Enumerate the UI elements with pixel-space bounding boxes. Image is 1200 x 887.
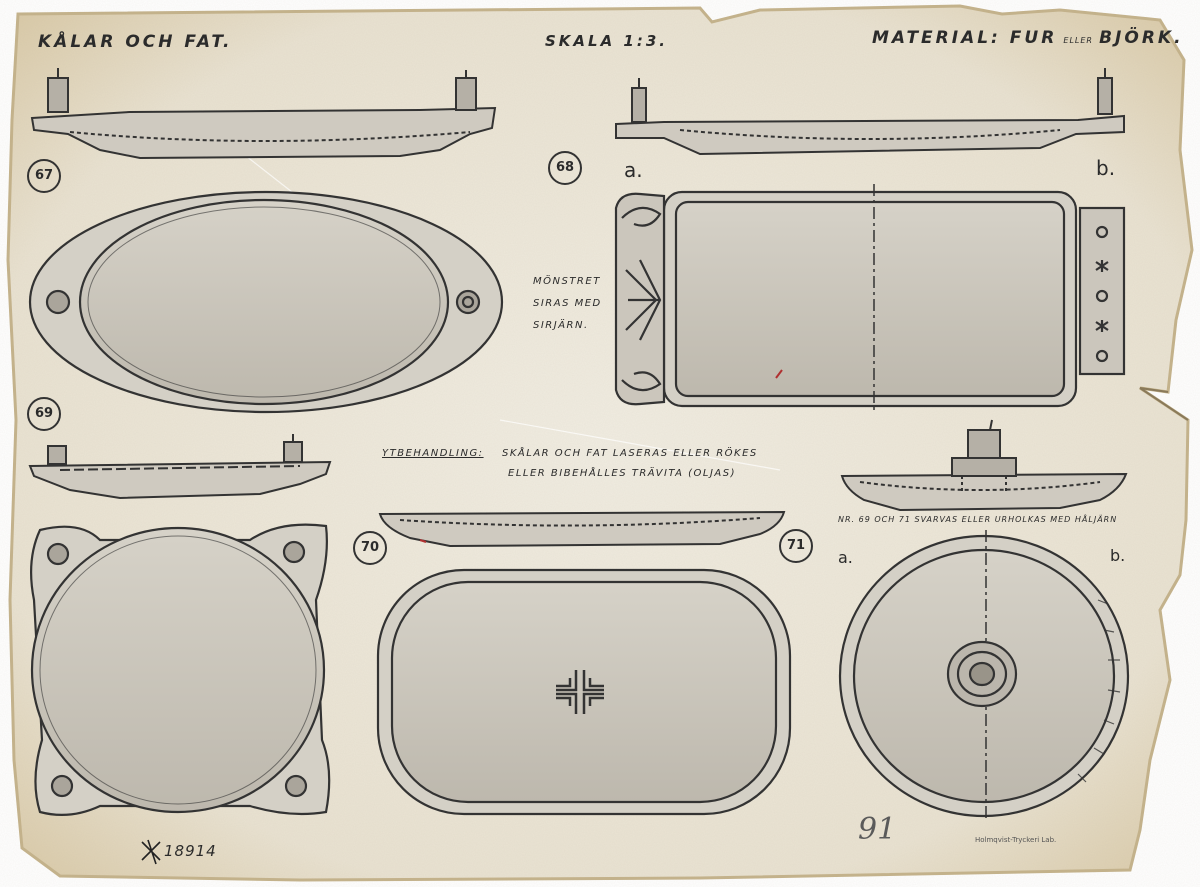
dish-67-profile bbox=[30, 68, 497, 160]
number-circle-69 bbox=[27, 397, 61, 431]
view-a-71: a. bbox=[838, 548, 853, 567]
number-70: 70 bbox=[360, 540, 380, 555]
dish-69-profile bbox=[28, 434, 332, 500]
material-alt: BJÖRK. bbox=[1099, 28, 1184, 48]
number-67: 67 bbox=[34, 168, 54, 183]
material-or: ELLER bbox=[1063, 36, 1093, 45]
number-circle-68 bbox=[548, 151, 582, 185]
printer-credit: Holmqvist-Tryckeri Lab. bbox=[975, 836, 1057, 844]
finish-label: YTBEHANDLING: bbox=[382, 448, 484, 459]
dish-68-profile bbox=[615, 68, 1125, 156]
sheet-title: KÅLAR OCH FAT. bbox=[38, 32, 233, 52]
dish-69-top-view bbox=[30, 523, 331, 817]
view-b-71: b. bbox=[1110, 546, 1126, 565]
view-b-68: b. bbox=[1096, 156, 1116, 180]
inventory-number: 18914 bbox=[164, 842, 217, 860]
inventory-stamp-mark bbox=[141, 839, 161, 865]
number-circle-70 bbox=[353, 531, 387, 565]
view-a-68: a. bbox=[624, 158, 643, 182]
dish-70-top-view bbox=[376, 568, 792, 816]
pattern-note-line-2: SIRAS MED bbox=[533, 298, 602, 309]
finish-line-2: ELLER BIBEHÅLLES TRÄVITA (OLJAS) bbox=[508, 468, 737, 479]
dish-68-top-view bbox=[614, 184, 1126, 412]
dish-70-profile bbox=[378, 510, 786, 548]
dish-67-top-view bbox=[28, 190, 504, 414]
material-label: MATERIAL: FUR ELLER BJÖRK. bbox=[872, 28, 1184, 48]
number-71: 71 bbox=[786, 538, 806, 553]
pattern-note-line-1: MÖNSTRET bbox=[533, 276, 601, 287]
number-68: 68 bbox=[555, 160, 575, 175]
material-primary: MATERIAL: FUR bbox=[872, 28, 1058, 48]
carve-note: NR. 69 OCH 71 SVARVAS ELLER URHOLKAS MED… bbox=[838, 515, 1118, 524]
finish-line-1: SKÅLAR OCH FAT LASERAS ELLER RÖKES bbox=[502, 448, 758, 459]
number-circle-71 bbox=[779, 529, 813, 563]
dish-71-profile bbox=[840, 419, 1128, 512]
dish-71-top-view bbox=[838, 530, 1130, 820]
pattern-note-line-3: SIRJÄRN. bbox=[533, 320, 589, 331]
number-69: 69 bbox=[34, 406, 54, 421]
pencil-mark: 91 bbox=[858, 812, 897, 847]
scale-label: SKALA 1:3. bbox=[545, 32, 668, 50]
number-circle-67 bbox=[27, 159, 61, 193]
